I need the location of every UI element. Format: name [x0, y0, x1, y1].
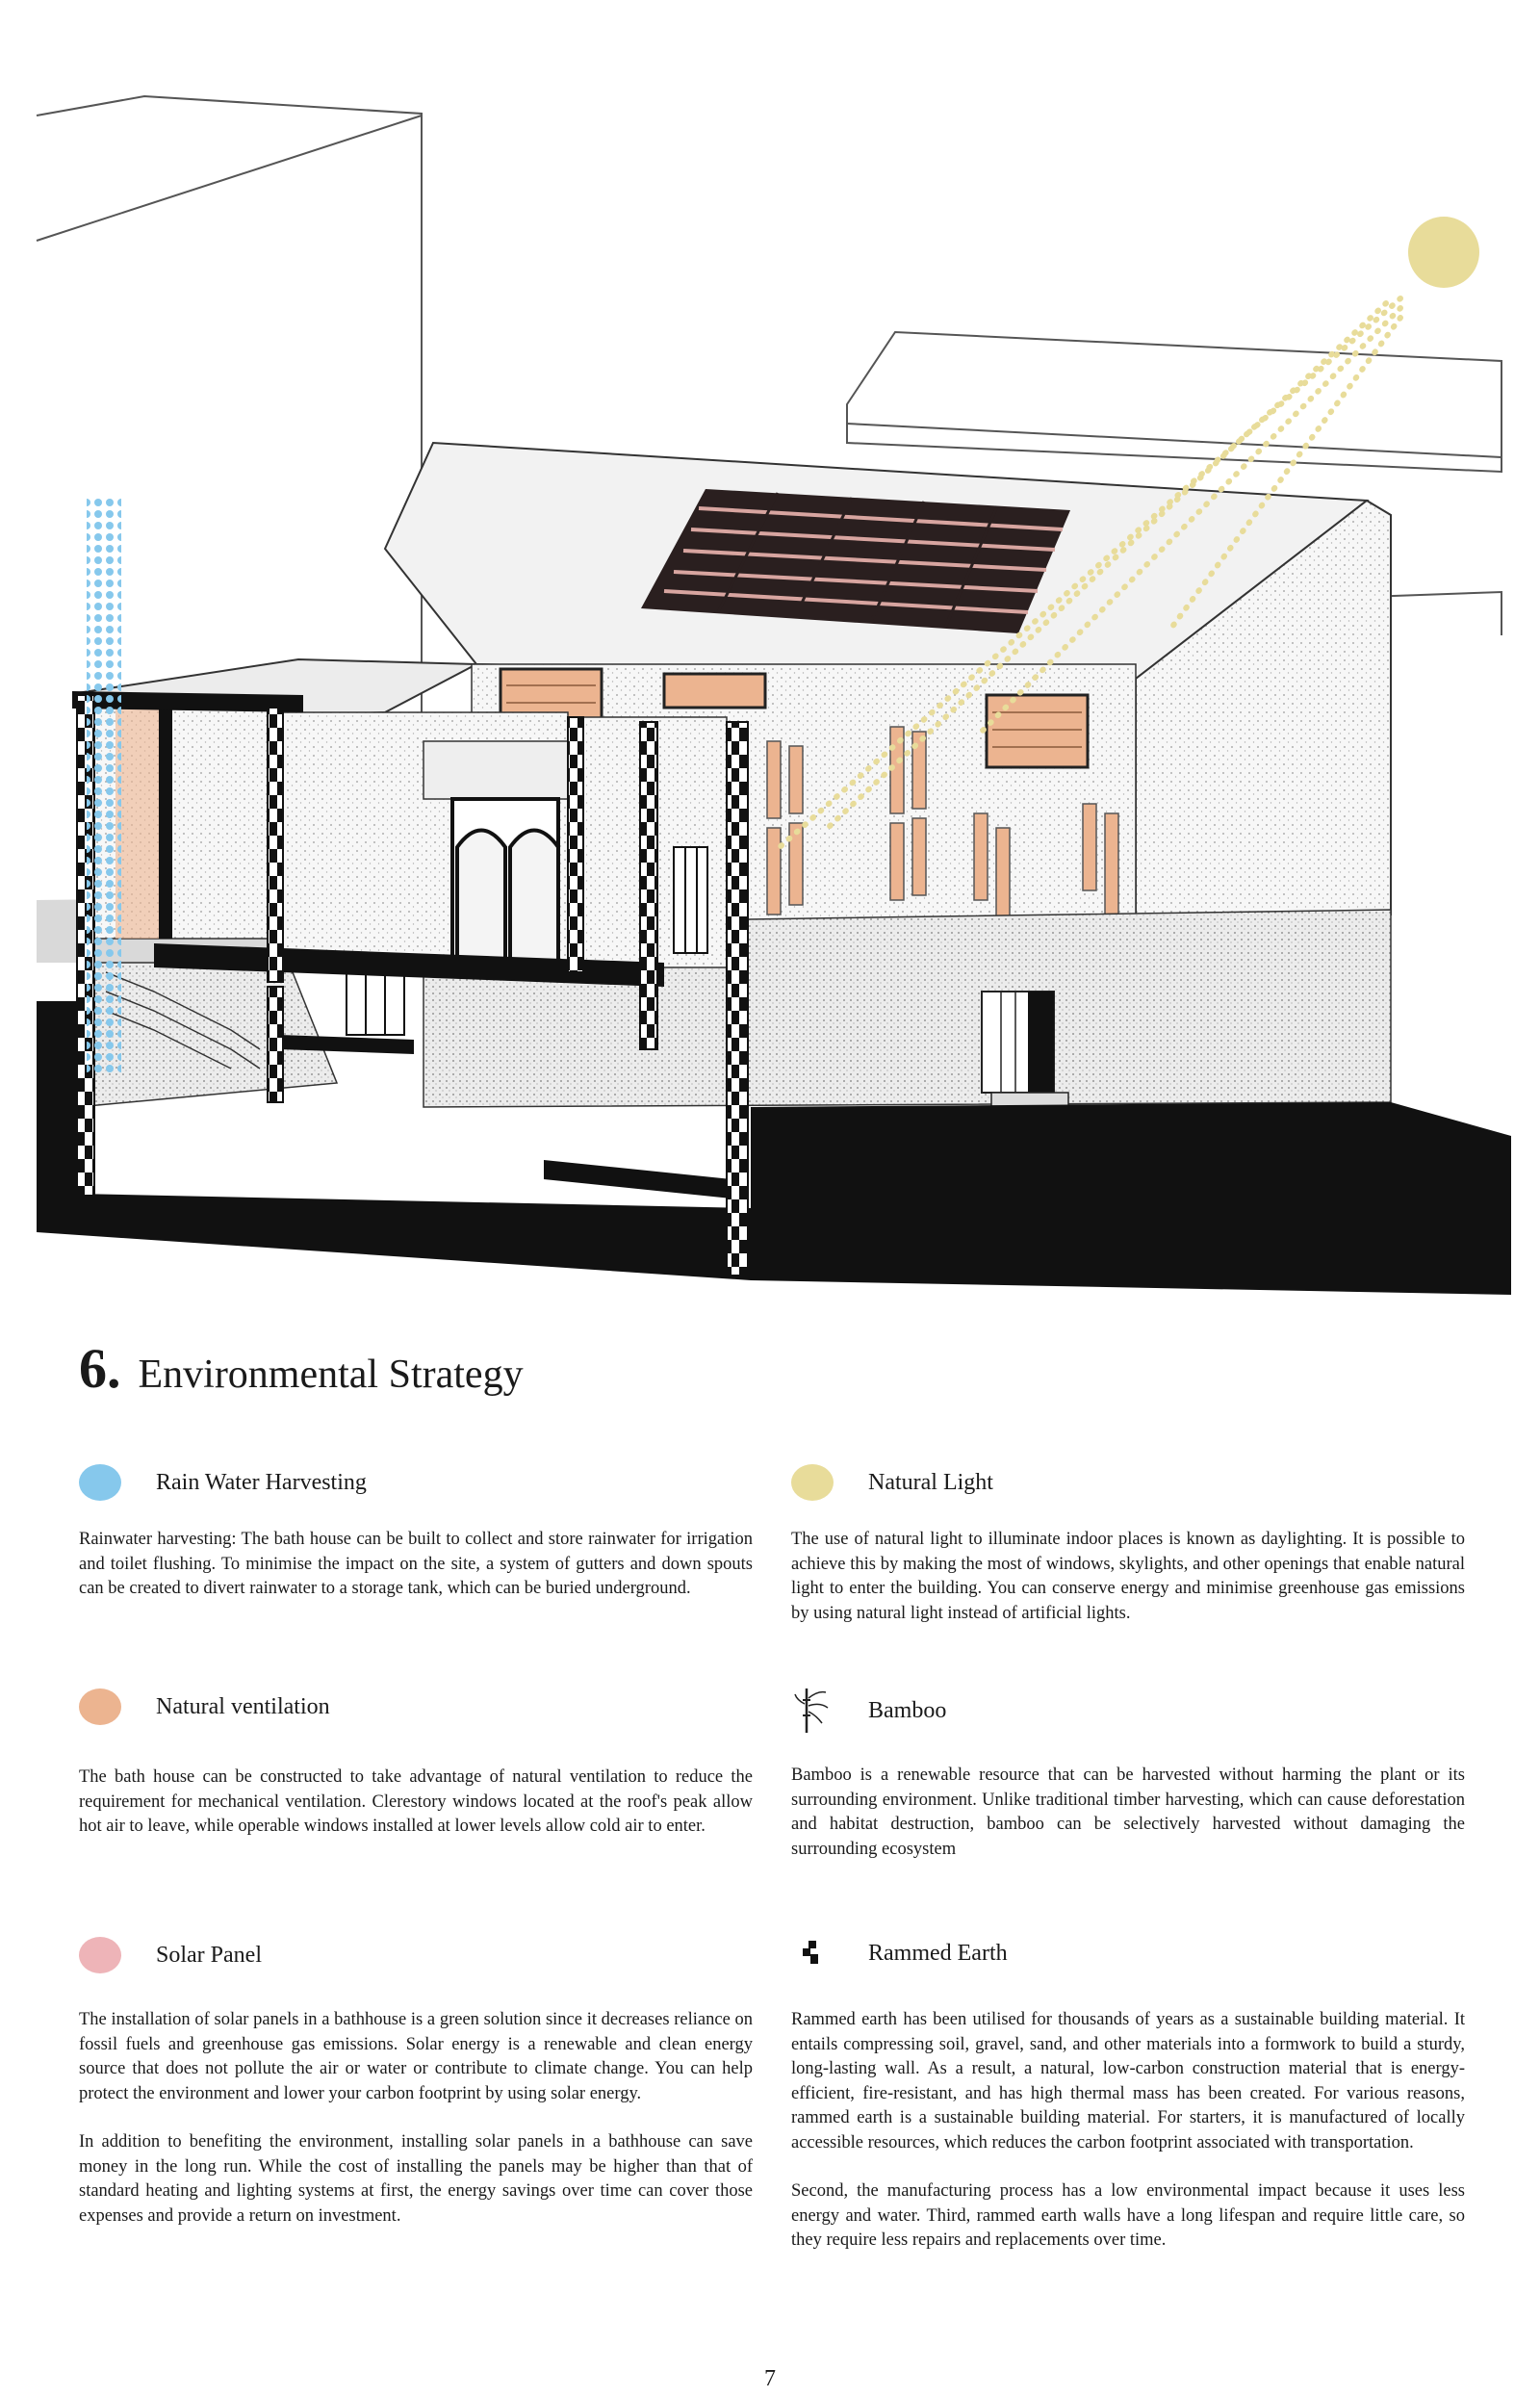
bamboo-title: Bamboo: [868, 1697, 947, 1723]
section-natural-light: Natural Light The use of natural light t…: [791, 1458, 1465, 1626]
rammed-title: Rammed Earth: [868, 1940, 1008, 1966]
solar-paragraph-2: In addition to benefiting the environmen…: [79, 2132, 753, 2226]
bamboo-icon: [791, 1687, 834, 1735]
ventilation-title: Natural ventilation: [156, 1693, 330, 1719]
rammed-paragraph-1: Rammed earth has been utilised for thous…: [791, 2010, 1465, 2152]
light-title: Natural Light: [868, 1469, 993, 1495]
checkered-columns: [76, 694, 749, 1276]
bathhouse-axonometric-illustration: [36, 94, 1511, 1295]
page-number: 7: [764, 2366, 776, 2391]
section-heading: 6. Environmental Strategy: [79, 1336, 524, 1413]
section-ventilation: Natural ventilation The bath house can b…: [79, 1683, 753, 1840]
rain-dot-icon: [79, 1464, 121, 1501]
section-rain-water: Rain Water Harvesting Rainwater harvesti…: [79, 1458, 753, 1602]
rammed-earth-icon: [791, 1929, 834, 1977]
rammed-paragraph-2: Second, the manufacturing process has a …: [791, 2181, 1465, 2250]
rain-paragraph: Rainwater harvesting: The bath house can…: [79, 1530, 753, 1598]
solar-dot-icon: [79, 1937, 121, 1973]
section-number: 6.: [79, 1337, 121, 1400]
structural-slabs: [37, 691, 1511, 1295]
section-rammed-earth: Rammed Earth Rammed earth has been utili…: [791, 1929, 1465, 2254]
central-interior-arches: [278, 711, 728, 1036]
ventilation-paragraph: The bath house can be constructed to tak…: [79, 1767, 753, 1836]
section-bamboo: Bamboo Bamboo is a renewable resource th…: [791, 1687, 1465, 1862]
section-title: Environmental Strategy: [138, 1353, 524, 1397]
vertical-slot-windows: [766, 726, 1119, 935]
solar-paragraph-1: The installation of solar panels in a ba…: [79, 2010, 753, 2103]
background-building-right: [846, 330, 1502, 635]
ground-floor-door: [981, 991, 1069, 1111]
sun-light-rays: [777, 217, 1479, 850]
solar-title: Solar Panel: [156, 1942, 262, 1968]
rain-water-dots: [87, 496, 121, 1073]
ventilation-dot-icon: [79, 1688, 121, 1725]
section-solar-panel: Solar Panel The installation of solar pa…: [79, 1931, 753, 2229]
light-paragraph: The use of natural light to illuminate i…: [791, 1530, 1465, 1623]
solar-panel-array: [641, 489, 1070, 633]
background-building-left: [36, 94, 423, 732]
light-dot-icon: [791, 1464, 834, 1501]
bamboo-paragraph: Bamboo is a renewable resource that can …: [791, 1766, 1465, 1859]
rain-title: Rain Water Harvesting: [156, 1469, 367, 1495]
